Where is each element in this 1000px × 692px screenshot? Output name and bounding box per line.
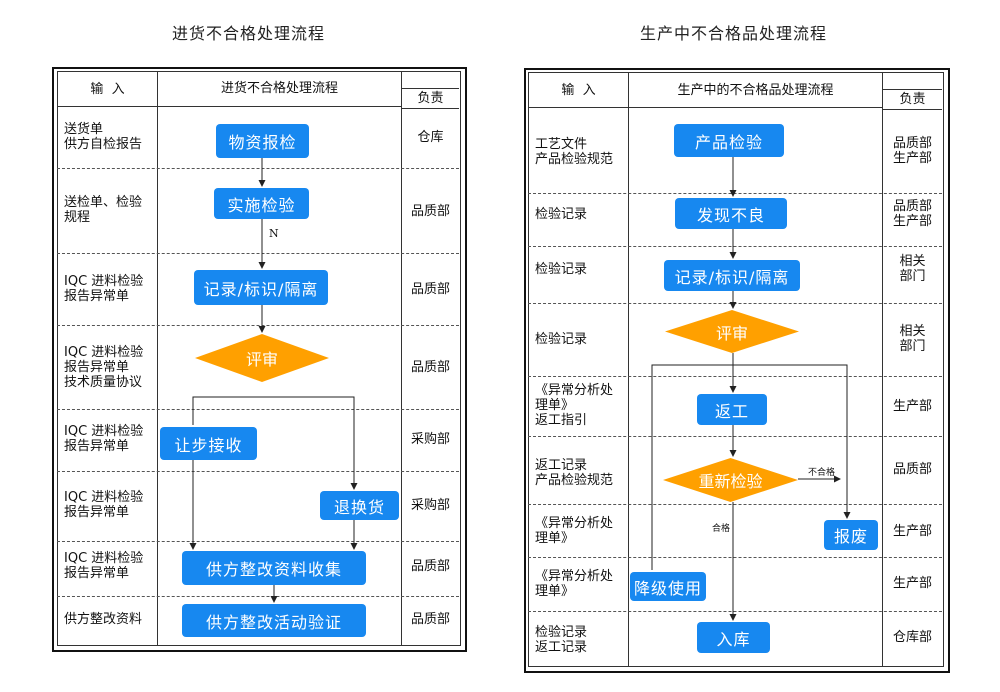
right-row-sep — [528, 557, 942, 558]
left-row-sep — [57, 168, 459, 169]
left-row-input: IQC 进料检验 报告异常单 — [64, 490, 144, 520]
right-row-sep — [528, 504, 942, 505]
right-row-owner: 品质部 — [892, 462, 932, 477]
right-header-bottom — [528, 107, 882, 108]
left-node-return-exchange[interactable]: 退换货 — [320, 491, 399, 520]
left-owner-header-bottom — [401, 108, 459, 109]
right-row-input: 《异常分析处 理单》 — [535, 569, 614, 599]
left-row-sep — [57, 596, 459, 597]
right-row-owner: 品质部 生产部 — [892, 136, 932, 166]
right-col-divider-1 — [628, 72, 629, 666]
left-col-divider-2 — [401, 71, 402, 645]
left-row-owner: 品质部 — [410, 612, 450, 627]
left-row-input: 送货单 供方自检报告 — [64, 122, 143, 152]
left-col-divider-1 — [157, 71, 158, 645]
right-owner-header-bottom — [882, 109, 942, 110]
right-node-record-label-isolate[interactable]: 记录/标识/隔离 — [664, 260, 800, 291]
right-row-input: 检验记录 返工记录 — [535, 625, 588, 655]
left-node-material-inspection[interactable]: 物资报检 — [216, 124, 309, 158]
right-header-flow: 生产中的不合格品处理流程 — [677, 83, 834, 98]
left-row-input: 供方整改资料 — [64, 612, 143, 627]
right-row-input: 工艺文件 产品检验规范 — [535, 137, 614, 167]
left-row-sep — [57, 253, 459, 254]
left-row-owner: 品质部 — [410, 559, 450, 574]
right-header-input: 输 入 — [561, 83, 596, 98]
left-row-owner: 品质部 — [410, 282, 450, 297]
left-row-sep — [57, 471, 459, 472]
left-edge-label-n: N — [269, 227, 279, 240]
right-row-owner: 相关 部门 — [899, 254, 926, 284]
left-node-review-label: 评审 — [245, 350, 278, 369]
right-node-reinspect-diamond[interactable]: 重新检验 — [663, 458, 798, 502]
right-row-input: 检验记录 — [535, 332, 588, 347]
left-node-supplier-rectify-collect[interactable]: 供方整改资料收集 — [182, 551, 366, 585]
left-outer-frame — [52, 67, 467, 652]
right-node-review-diamond[interactable]: 评审 — [665, 310, 799, 353]
left-node-concession-accept[interactable]: 让步接收 — [160, 427, 257, 460]
left-header-input: 输 入 — [90, 82, 125, 97]
right-row-sep — [528, 246, 942, 247]
right-row-owner: 品质部 生产部 — [892, 199, 932, 229]
left-row-input: IQC 进料检验 报告异常单 — [64, 424, 144, 454]
right-row-owner: 生产部 — [892, 524, 932, 539]
left-node-supplier-rectify-verify[interactable]: 供方整改活动验证 — [182, 604, 366, 637]
right-node-downgrade-use[interactable]: 降级使用 — [630, 572, 706, 601]
right-chart-title: 生产中不合格品处理流程 — [640, 24, 828, 43]
left-node-review-diamond[interactable]: 评审 — [195, 334, 329, 382]
right-row-owner: 生产部 — [892, 399, 932, 414]
right-header-owner: 负责 — [899, 92, 926, 107]
left-row-owner: 品质部 — [410, 204, 450, 219]
left-row-owner: 品质部 — [410, 360, 450, 375]
left-node-record-label-isolate[interactable]: 记录/标识/隔离 — [194, 270, 328, 305]
left-row-input: IQC 进料检验 报告异常单 — [64, 551, 144, 581]
right-label-pass: 合格 — [712, 524, 731, 534]
left-row-owner: 采购部 — [410, 498, 450, 513]
left-header-flow: 进货不合格处理流程 — [220, 81, 338, 96]
left-inner-frame — [57, 71, 461, 646]
right-label-fail: 不合格 — [808, 468, 836, 478]
right-row-owner: 生产部 — [892, 576, 932, 591]
left-row-input: 送检单、检验 规程 — [64, 195, 143, 225]
right-owner-header-line — [882, 89, 942, 90]
left-header-bottom — [57, 106, 401, 107]
left-row-input: IQC 进料检验 报告异常单 技术质量协议 — [64, 345, 144, 390]
right-row-input: 《异常分析处 理单》 — [535, 516, 614, 546]
right-node-rework[interactable]: 返工 — [697, 394, 767, 425]
left-chart-title: 进货不合格处理流程 — [172, 24, 326, 43]
right-inner-frame — [528, 72, 944, 667]
right-col-divider-2 — [882, 72, 883, 666]
right-node-product-inspection[interactable]: 产品检验 — [674, 124, 784, 157]
right-row-owner: 相关 部门 — [899, 324, 926, 354]
right-row-input: 《异常分析处 理单》 返工指引 — [535, 383, 614, 428]
left-row-input: IQC 进料检验 报告异常单 — [64, 274, 144, 304]
right-node-reinspect-label: 重新检验 — [698, 472, 763, 491]
left-row-sep — [57, 325, 459, 326]
left-row-owner: 采购部 — [410, 432, 450, 447]
left-node-perform-inspection[interactable]: 实施检验 — [214, 188, 309, 219]
left-row-sep — [57, 541, 459, 542]
right-node-defect-found[interactable]: 发现不良 — [675, 198, 787, 229]
left-row-sep — [57, 409, 459, 410]
right-row-sep — [528, 436, 942, 437]
right-row-owner: 仓库部 — [892, 630, 932, 645]
right-row-sep — [528, 376, 942, 377]
right-row-input: 检验记录 — [535, 207, 588, 222]
left-owner-header-line — [401, 88, 459, 89]
right-row-sep — [528, 611, 942, 612]
right-node-warehouse-in[interactable]: 入库 — [697, 622, 770, 653]
left-row-owner: 仓库 — [417, 130, 444, 145]
left-header-owner: 负责 — [417, 91, 444, 106]
right-row-input: 检验记录 — [535, 262, 588, 277]
right-row-input: 返工记录 产品检验规范 — [535, 458, 614, 488]
right-node-scrap[interactable]: 报废 — [824, 520, 878, 550]
right-outer-frame — [524, 68, 950, 673]
right-node-review-label: 评审 — [715, 323, 748, 343]
